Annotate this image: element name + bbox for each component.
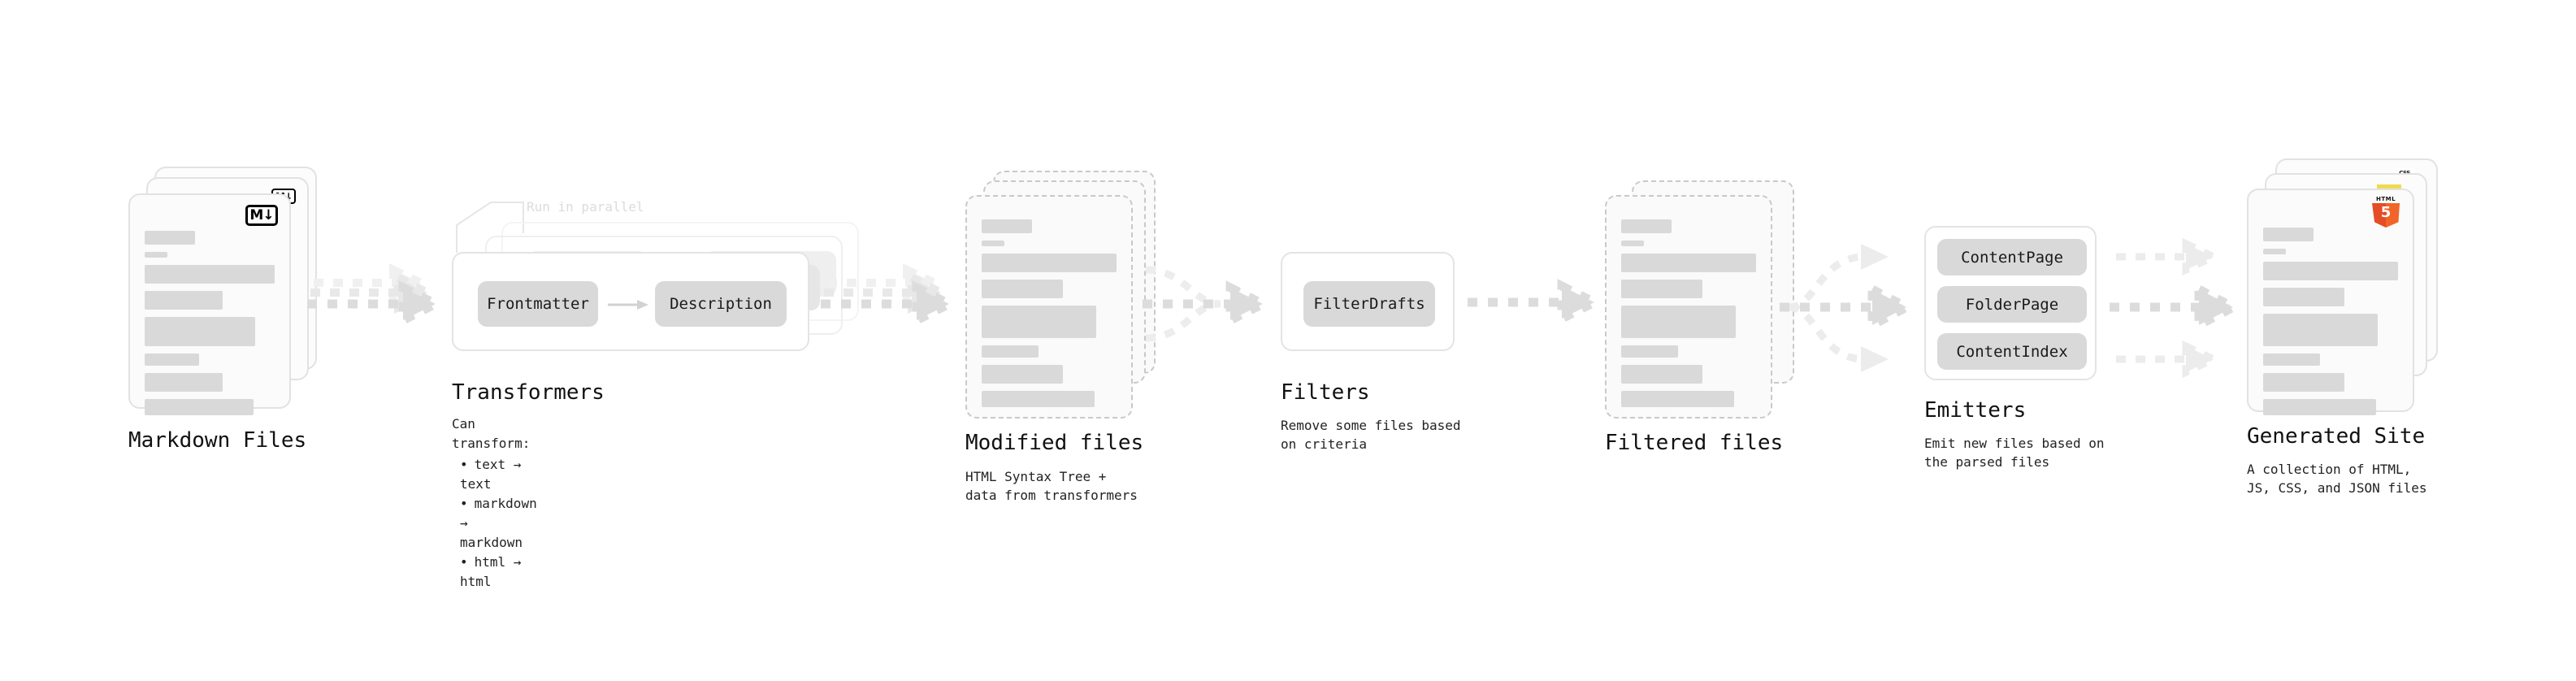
arrow-emitters-to-site bbox=[2110, 237, 2243, 379]
transformer-group-front: Frontmatter Description bbox=[452, 252, 809, 351]
stage-title-generated-site: Generated Site bbox=[2247, 424, 2426, 449]
card-content-bars bbox=[982, 219, 1117, 414]
arrow-transformers-to-modified bbox=[821, 263, 960, 327]
stage-subtitle-generated-site: A collection of HTML, JS, CSS, and JSON … bbox=[2247, 462, 2427, 497]
emitters-chip-contentindex[interactable]: ContentIndex bbox=[1937, 333, 2087, 370]
arrow-markdown-to-transformers bbox=[307, 263, 446, 327]
arrow-filters-to-filtered bbox=[1468, 279, 1605, 326]
markdown-badge-text: M↓ bbox=[245, 205, 278, 226]
transformer-inner-arrow bbox=[608, 300, 648, 310]
arrow-modified-to-filters bbox=[1143, 266, 1273, 342]
stage-title-filtered-files: Filtered files bbox=[1605, 431, 1784, 455]
emitters-chip-contentpage[interactable]: ContentPage bbox=[1937, 239, 2087, 275]
html5-badge-caption: HTML bbox=[2375, 196, 2396, 202]
html5-badge: HTML 5 bbox=[2372, 196, 2400, 228]
stage-title-emitters: Emitters bbox=[1924, 398, 2027, 423]
filters-chip-filterdrafts[interactable]: FilterDrafts bbox=[1303, 281, 1435, 327]
transformer-chip-frontmatter[interactable]: Frontmatter bbox=[478, 281, 598, 327]
emitters-chip-folderpage[interactable]: FolderPage bbox=[1937, 286, 2087, 323]
transform-header: Can transform: bbox=[452, 416, 531, 451]
stage-title-markdown-files: Markdown Files bbox=[128, 428, 307, 453]
parallel-note: Run in parallel bbox=[527, 199, 644, 215]
stage-title-filters: Filters bbox=[1281, 380, 1370, 405]
emitters-group: ContentPage FolderPage ContentIndex bbox=[1924, 226, 2097, 380]
transform-item: markdown → markdown bbox=[460, 494, 537, 553]
stage-title-modified-files: Modified files bbox=[965, 431, 1144, 455]
card-content-bars bbox=[145, 231, 275, 423]
site-card-front: HTML 5 bbox=[2247, 189, 2414, 415]
transform-item: html → html bbox=[460, 553, 537, 592]
stage-title-transformers: Transformers bbox=[452, 380, 605, 405]
markdown-badge: M↓ bbox=[245, 205, 278, 226]
card-content-bars bbox=[2263, 228, 2398, 423]
card-content-bars bbox=[1621, 219, 1756, 414]
stage-subtitle-emitters: Emit new files based on the parsed files bbox=[1924, 436, 2105, 471]
filters-group: FilterDrafts bbox=[1281, 252, 1455, 351]
markdown-card-front: M↓ bbox=[128, 193, 291, 415]
parallel-bracket bbox=[456, 202, 524, 253]
transformer-chip-description[interactable]: Description bbox=[655, 281, 787, 327]
transformers-capabilities: Can transform: text → text markdown → ma… bbox=[452, 414, 537, 592]
modified-card-front bbox=[965, 195, 1133, 419]
stage-subtitle-filters: Remove some files based on criteria bbox=[1281, 418, 1461, 453]
filtered-card-front bbox=[1605, 195, 1772, 419]
transform-item: text → text bbox=[460, 455, 537, 494]
html5-badge-digit: 5 bbox=[2380, 204, 2392, 221]
arrow-filtered-to-emitters bbox=[1780, 244, 1916, 372]
stage-subtitle-modified-files: HTML Syntax Tree + data from transformer… bbox=[965, 469, 1138, 504]
